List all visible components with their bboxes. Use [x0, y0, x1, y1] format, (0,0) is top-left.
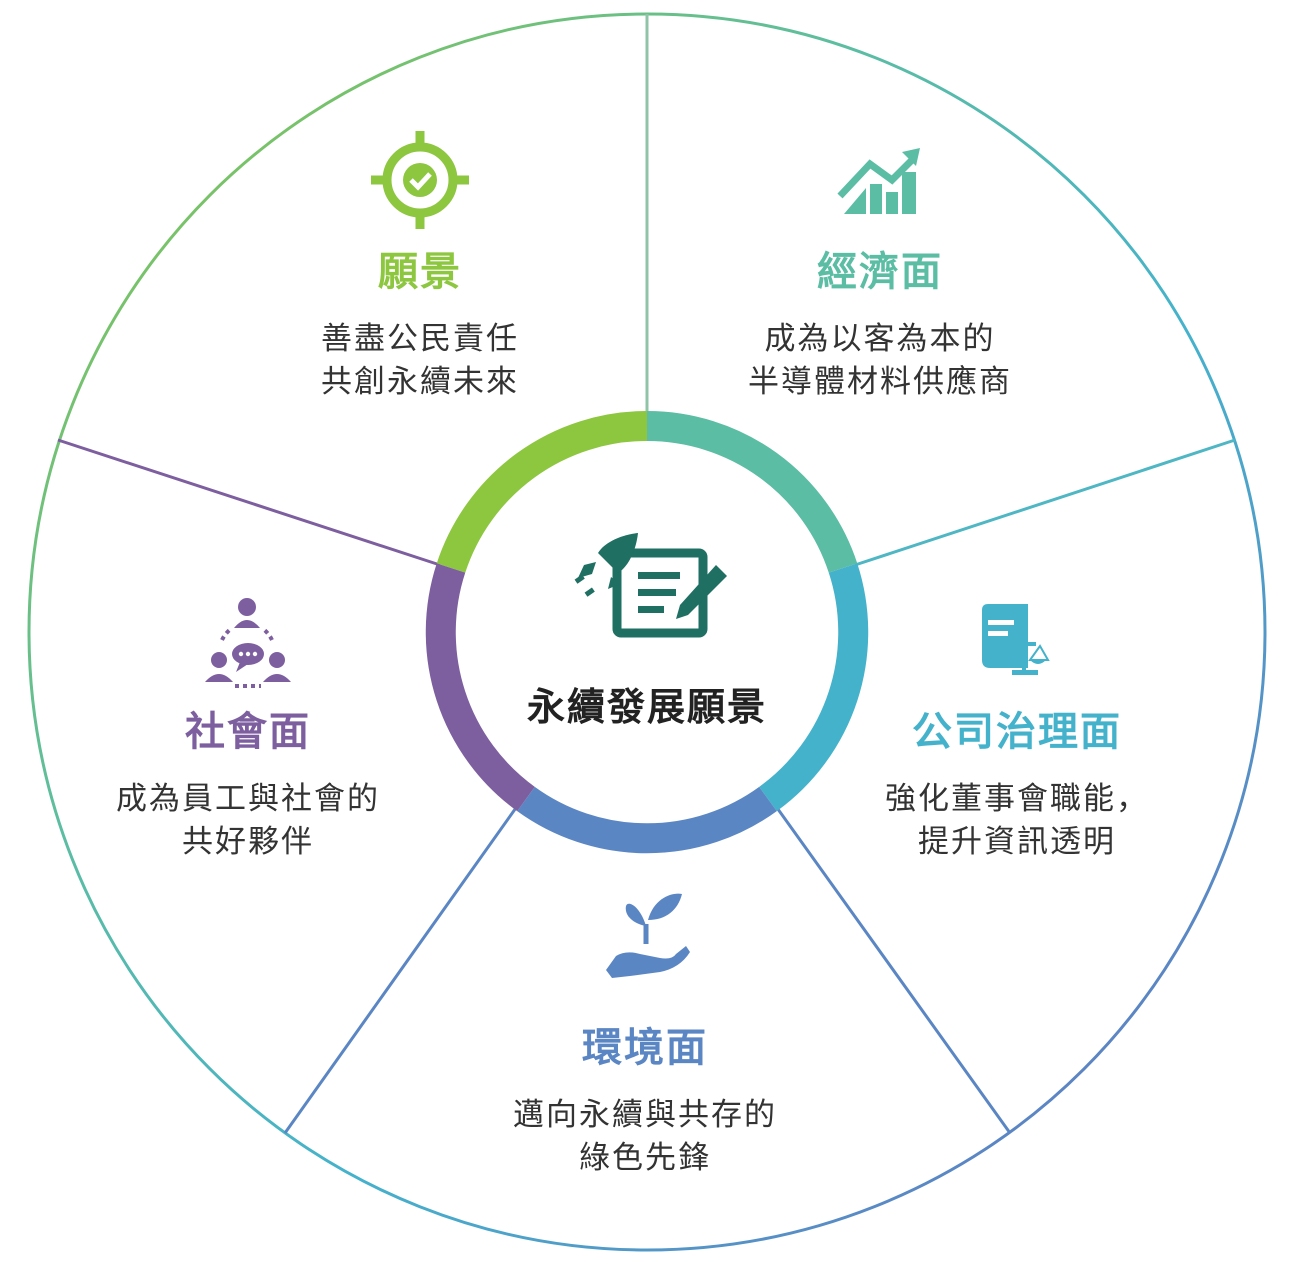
target-check-icon — [371, 131, 469, 229]
segment-desc-line: 提升資訊透明 — [918, 824, 1116, 860]
segment-title-economic: 經濟面 — [817, 249, 943, 295]
segment-desc-line: 綠色先鋒 — [579, 1140, 711, 1176]
divider-upper-right — [854, 438, 1236, 567]
ring-arc-vision — [436, 410, 648, 573]
segment-environment: 環境面 邁向永續與共存的 綠色先鋒 — [475, 1024, 815, 1180]
segment-desc-line: 成為員工與社會的 — [116, 781, 380, 817]
segment-desc-line: 成為以客為本的 — [764, 321, 996, 357]
segment-desc-line: 善盡公民責任 — [321, 321, 519, 357]
ring-arc-environment — [517, 786, 777, 854]
segment-desc-line: 半導體材料供應商 — [748, 364, 1012, 400]
segment-title-environment: 環境面 — [582, 1025, 708, 1071]
segment-economic: 經濟面 成為以客為本的 半導體材料供應商 — [710, 248, 1050, 404]
center-title: 永續發展願景 — [526, 685, 767, 729]
inner-ring — [425, 410, 869, 854]
ring-arc-social — [425, 563, 535, 812]
segment-desc-governance: 強化董事會職能， 提升資訊透明 — [847, 778, 1187, 864]
segment-desc-line: 共創永續未來 — [321, 364, 519, 400]
people-network-icon — [205, 598, 291, 688]
segment-vision: 願景 善盡公民責任 共創永續未來 — [250, 248, 590, 404]
growth-chart-icon — [837, 148, 920, 214]
segment-desc-vision: 善盡公民責任 共創永續未來 — [250, 318, 590, 404]
divider-lower-right — [773, 804, 1012, 1134]
segment-title-governance: 公司治理面 — [912, 709, 1122, 755]
ring-arc-governance — [759, 563, 869, 812]
segment-desc-economic: 成為以客為本的 半導體材料供應商 — [710, 318, 1050, 404]
segment-desc-social: 成為員工與社會的 共好夥伴 — [78, 778, 418, 864]
ring-arc-economic — [646, 410, 858, 573]
segment-title-vision: 願景 — [378, 249, 462, 295]
hand-plant-icon — [606, 893, 690, 978]
segment-desc-environment: 邁向永續與共存的 綠色先鋒 — [475, 1094, 815, 1180]
segment-social: 社會面 成為員工與社會的 共好夥伴 — [78, 708, 418, 864]
law-book-scale-icon — [982, 604, 1050, 675]
segment-desc-line: 邁向永續與共存的 — [513, 1097, 777, 1133]
segment-desc-line: 強化董事會職能， — [885, 781, 1149, 817]
divider-upper-left — [57, 438, 441, 567]
divider-lower-left — [283, 804, 520, 1134]
rocket-document-icon — [574, 533, 727, 638]
segment-governance: 公司治理面 強化董事會職能， 提升資訊透明 — [847, 708, 1187, 864]
segment-title-social: 社會面 — [185, 709, 311, 755]
segment-desc-line: 共好夥伴 — [182, 824, 314, 860]
